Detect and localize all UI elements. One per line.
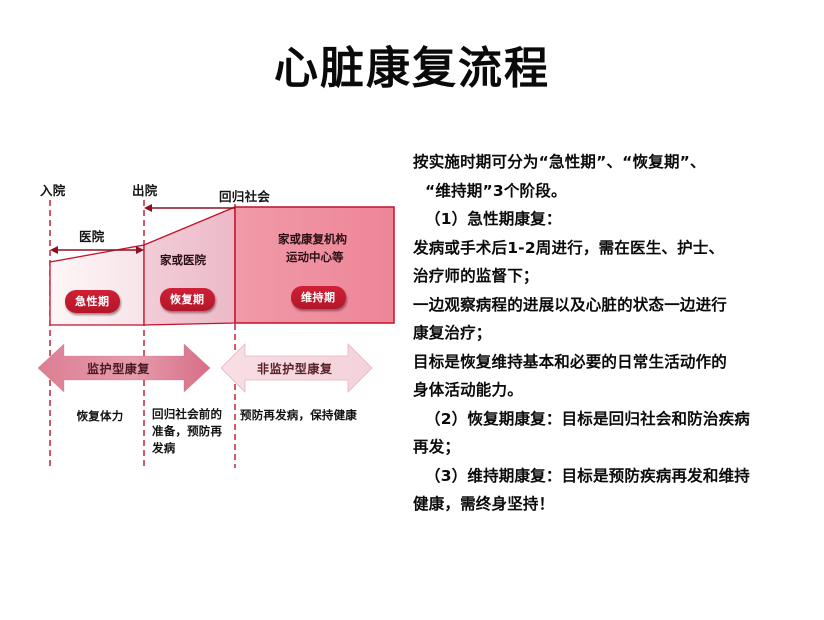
hospital-span-arrow-right [136,246,144,254]
arrow-label-unsupervised-rehab: 非监护型康复 [257,362,333,376]
text-line-13: 健康，需终身坚持！ [413,495,555,513]
span-label-hospital: 医院 [79,229,105,244]
description-text-block: 按实施时期可分为“急性期”、“恢复期”、 “维持期”3个阶段。 （1）急性期康复… [413,148,805,519]
cardiac-rehab-flow-diagram: 入院 出院 回归社会 医院 家或医院 家或康复机构 运动中心等 急性期 恢复期 … [38,180,396,480]
timeline-label-admission: 入院 [40,183,66,198]
timeline-label-return-society: 回归社会 [219,189,271,204]
page-title: 心脏康复流程 [274,43,550,94]
supervised-rehab-arrow [38,344,210,392]
caption-pre-return-prep-line3: 发病 [152,441,176,455]
caption-prevent-relapse: 预防再发病，保持健康 [240,408,357,422]
supervised-rehab-arrow-outline [38,343,211,393]
zone-acute-shape [49,244,145,326]
text-line-5: 治疗师的监督下； [413,267,539,285]
caption-pre-return-prep: 回归社会前的 准备，预防再 发病 [152,406,230,457]
text-line-1: 按实施时期可分为“急性期”、“恢复期”、 [413,153,706,171]
text-line-10: （2）恢复期康复：目标是回归社会和防治疾病 [425,409,750,428]
zone-setting-maintenance-line1: 家或康复机构 [278,232,347,246]
text-line-12: （3）维持期康复：目标是预防疾病再发和维持 [425,466,750,485]
zone-setting-maintenance-line2: 运动中心等 [286,250,344,264]
text-line-6: 一边观察病程的进展以及心脏的状态一边进行 [413,295,728,314]
unsupervised-rehab-arrow [220,343,373,393]
caption-pre-return-prep-line1: 回归社会前的 [152,407,223,421]
hospital-span-arrow-left [50,246,58,254]
phase-pill-maintenance[interactable]: 维持期 [291,286,346,309]
text-line-11: 再发； [413,438,461,456]
caption-pre-return-prep-line2: 准备，预防再 [152,424,223,438]
text-line-3: （1）急性期康复： [425,210,562,228]
text-line-4: 发病或手术后1-2周进行，需在医生、护士、 [413,238,725,257]
text-line-7: 康复治疗； [413,324,492,342]
phase-pill-acute[interactable]: 急性期 [65,290,120,313]
caption-restore-strength: 恢复体力 [76,409,124,423]
text-line-8: 目标是恢复维持基本和必要的日常生活动作的 [413,352,728,371]
arrow-label-supervised-rehab: 监护型康复 [87,362,151,376]
text-line-2: “维持期”3个阶段。 [425,181,567,200]
discharge-to-society-arrow [144,204,152,212]
zone-setting-recovery: 家或医院 [160,253,206,267]
text-line-9: 身体活动能力。 [413,381,523,399]
timeline-label-discharge: 出院 [132,183,158,198]
phase-pill-recovery[interactable]: 恢复期 [160,288,215,311]
